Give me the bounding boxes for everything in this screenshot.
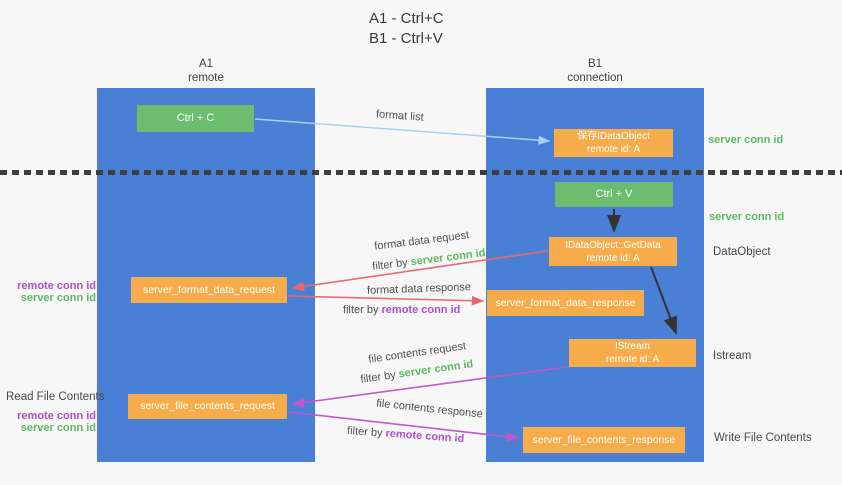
diagram-title: A1 - Ctrl+C B1 - Ctrl+V bbox=[369, 9, 444, 49]
label-server-conn-id-right-top: server conn id bbox=[708, 134, 784, 146]
ctrl-c-label: Ctrl + C bbox=[176, 112, 215, 124]
session-divider-dotted-line bbox=[0, 170, 842, 175]
lane-a1-subtitle: remote bbox=[188, 72, 224, 84]
label-istream: Istream bbox=[713, 350, 752, 362]
label-write-file-contents: Write File Contents bbox=[714, 432, 812, 444]
filter-prefix: filter by bbox=[343, 304, 382, 316]
ctrl-v-label: Ctrl + V bbox=[595, 188, 633, 200]
label-read-file-contents: Read File Contents bbox=[6, 391, 105, 403]
label-file-contents-response: file contents response bbox=[375, 397, 484, 421]
node-ctrl-v: Ctrl + V bbox=[555, 182, 673, 207]
lane-a1-title: A1 bbox=[198, 58, 214, 70]
save-idataobject-line2: remote id: A bbox=[586, 144, 641, 155]
getdata-line2: remote id: A bbox=[586, 252, 640, 264]
label-conn-id-pair-top: remote conn id server conn id bbox=[12, 280, 96, 304]
title-line-1: A1 - Ctrl+C bbox=[369, 10, 444, 27]
filter-remote-conn-id: remote conn id bbox=[385, 427, 465, 446]
node-server-file-contents-response: server_file_contents_response bbox=[523, 427, 685, 453]
lane-b1-title: B1 bbox=[587, 58, 603, 70]
save-idataobject-line1: 保存IDataObject bbox=[577, 131, 650, 142]
filter-prefix: filter by bbox=[346, 424, 386, 440]
filter-prefix: filter by bbox=[359, 368, 400, 386]
label-dataobject: DataObject bbox=[713, 246, 771, 258]
filter-server-conn-id: server conn id bbox=[397, 358, 475, 381]
label-remote-conn-id-left-bottom: remote conn id bbox=[17, 410, 96, 422]
lane-header-a1: A1 remote bbox=[97, 57, 315, 85]
node-save-idataobject: 保存IDataObject remote id: A bbox=[554, 129, 673, 157]
title-line-2: B1 - Ctrl+V bbox=[369, 30, 443, 47]
node-server-file-contents-request: server_file_contents_request bbox=[128, 394, 287, 419]
label-format-data-request: format data request bbox=[373, 229, 470, 253]
format-response-label: server_format_data_response bbox=[495, 296, 636, 309]
node-idataobject-getdata: IDataObject::GetData remote id: A bbox=[549, 237, 677, 266]
lane-header-b1: B1 connection bbox=[486, 57, 704, 85]
label-format-data-response: format data response bbox=[366, 281, 472, 297]
label-conn-id-pair-bottom: remote conn id server conn id bbox=[12, 410, 96, 434]
istream-line1: IStream bbox=[614, 341, 650, 352]
arrow-format-data-response bbox=[287, 295, 485, 306]
file-request-label: server_file_contents_request bbox=[140, 400, 275, 412]
filter-prefix: filter by bbox=[371, 256, 412, 273]
label-server-conn-id-left-bottom: server conn id bbox=[20, 422, 96, 434]
label-server-conn-id-left-top: server conn id bbox=[20, 292, 96, 304]
label-filter-format-response: filter by remote conn id bbox=[343, 304, 460, 316]
getdata-line1: IDataObject::GetData bbox=[565, 239, 661, 251]
istream-line2: remote id: A bbox=[605, 354, 660, 365]
label-remote-conn-id-left-top: remote conn id bbox=[17, 280, 96, 292]
label-server-conn-id-right-mid: server conn id bbox=[709, 211, 785, 223]
filter-server-conn-id: server conn id bbox=[409, 247, 487, 269]
node-ctrl-c: Ctrl + C bbox=[137, 105, 254, 132]
node-server-format-data-request: server_format_data_request bbox=[131, 277, 287, 303]
label-filter-file-response: filter by remote conn id bbox=[347, 425, 465, 445]
label-format-list: format list bbox=[375, 108, 425, 124]
file-response-label: server_file_contents_response bbox=[532, 433, 676, 446]
filter-remote-conn-id: remote conn id bbox=[381, 304, 461, 316]
lane-b1-subtitle: connection bbox=[567, 72, 623, 84]
node-server-format-data-response: server_format_data_response bbox=[487, 290, 644, 316]
node-istream: IStream remote id: A bbox=[569, 339, 696, 367]
format-request-label: server_format_data_request bbox=[143, 283, 275, 296]
